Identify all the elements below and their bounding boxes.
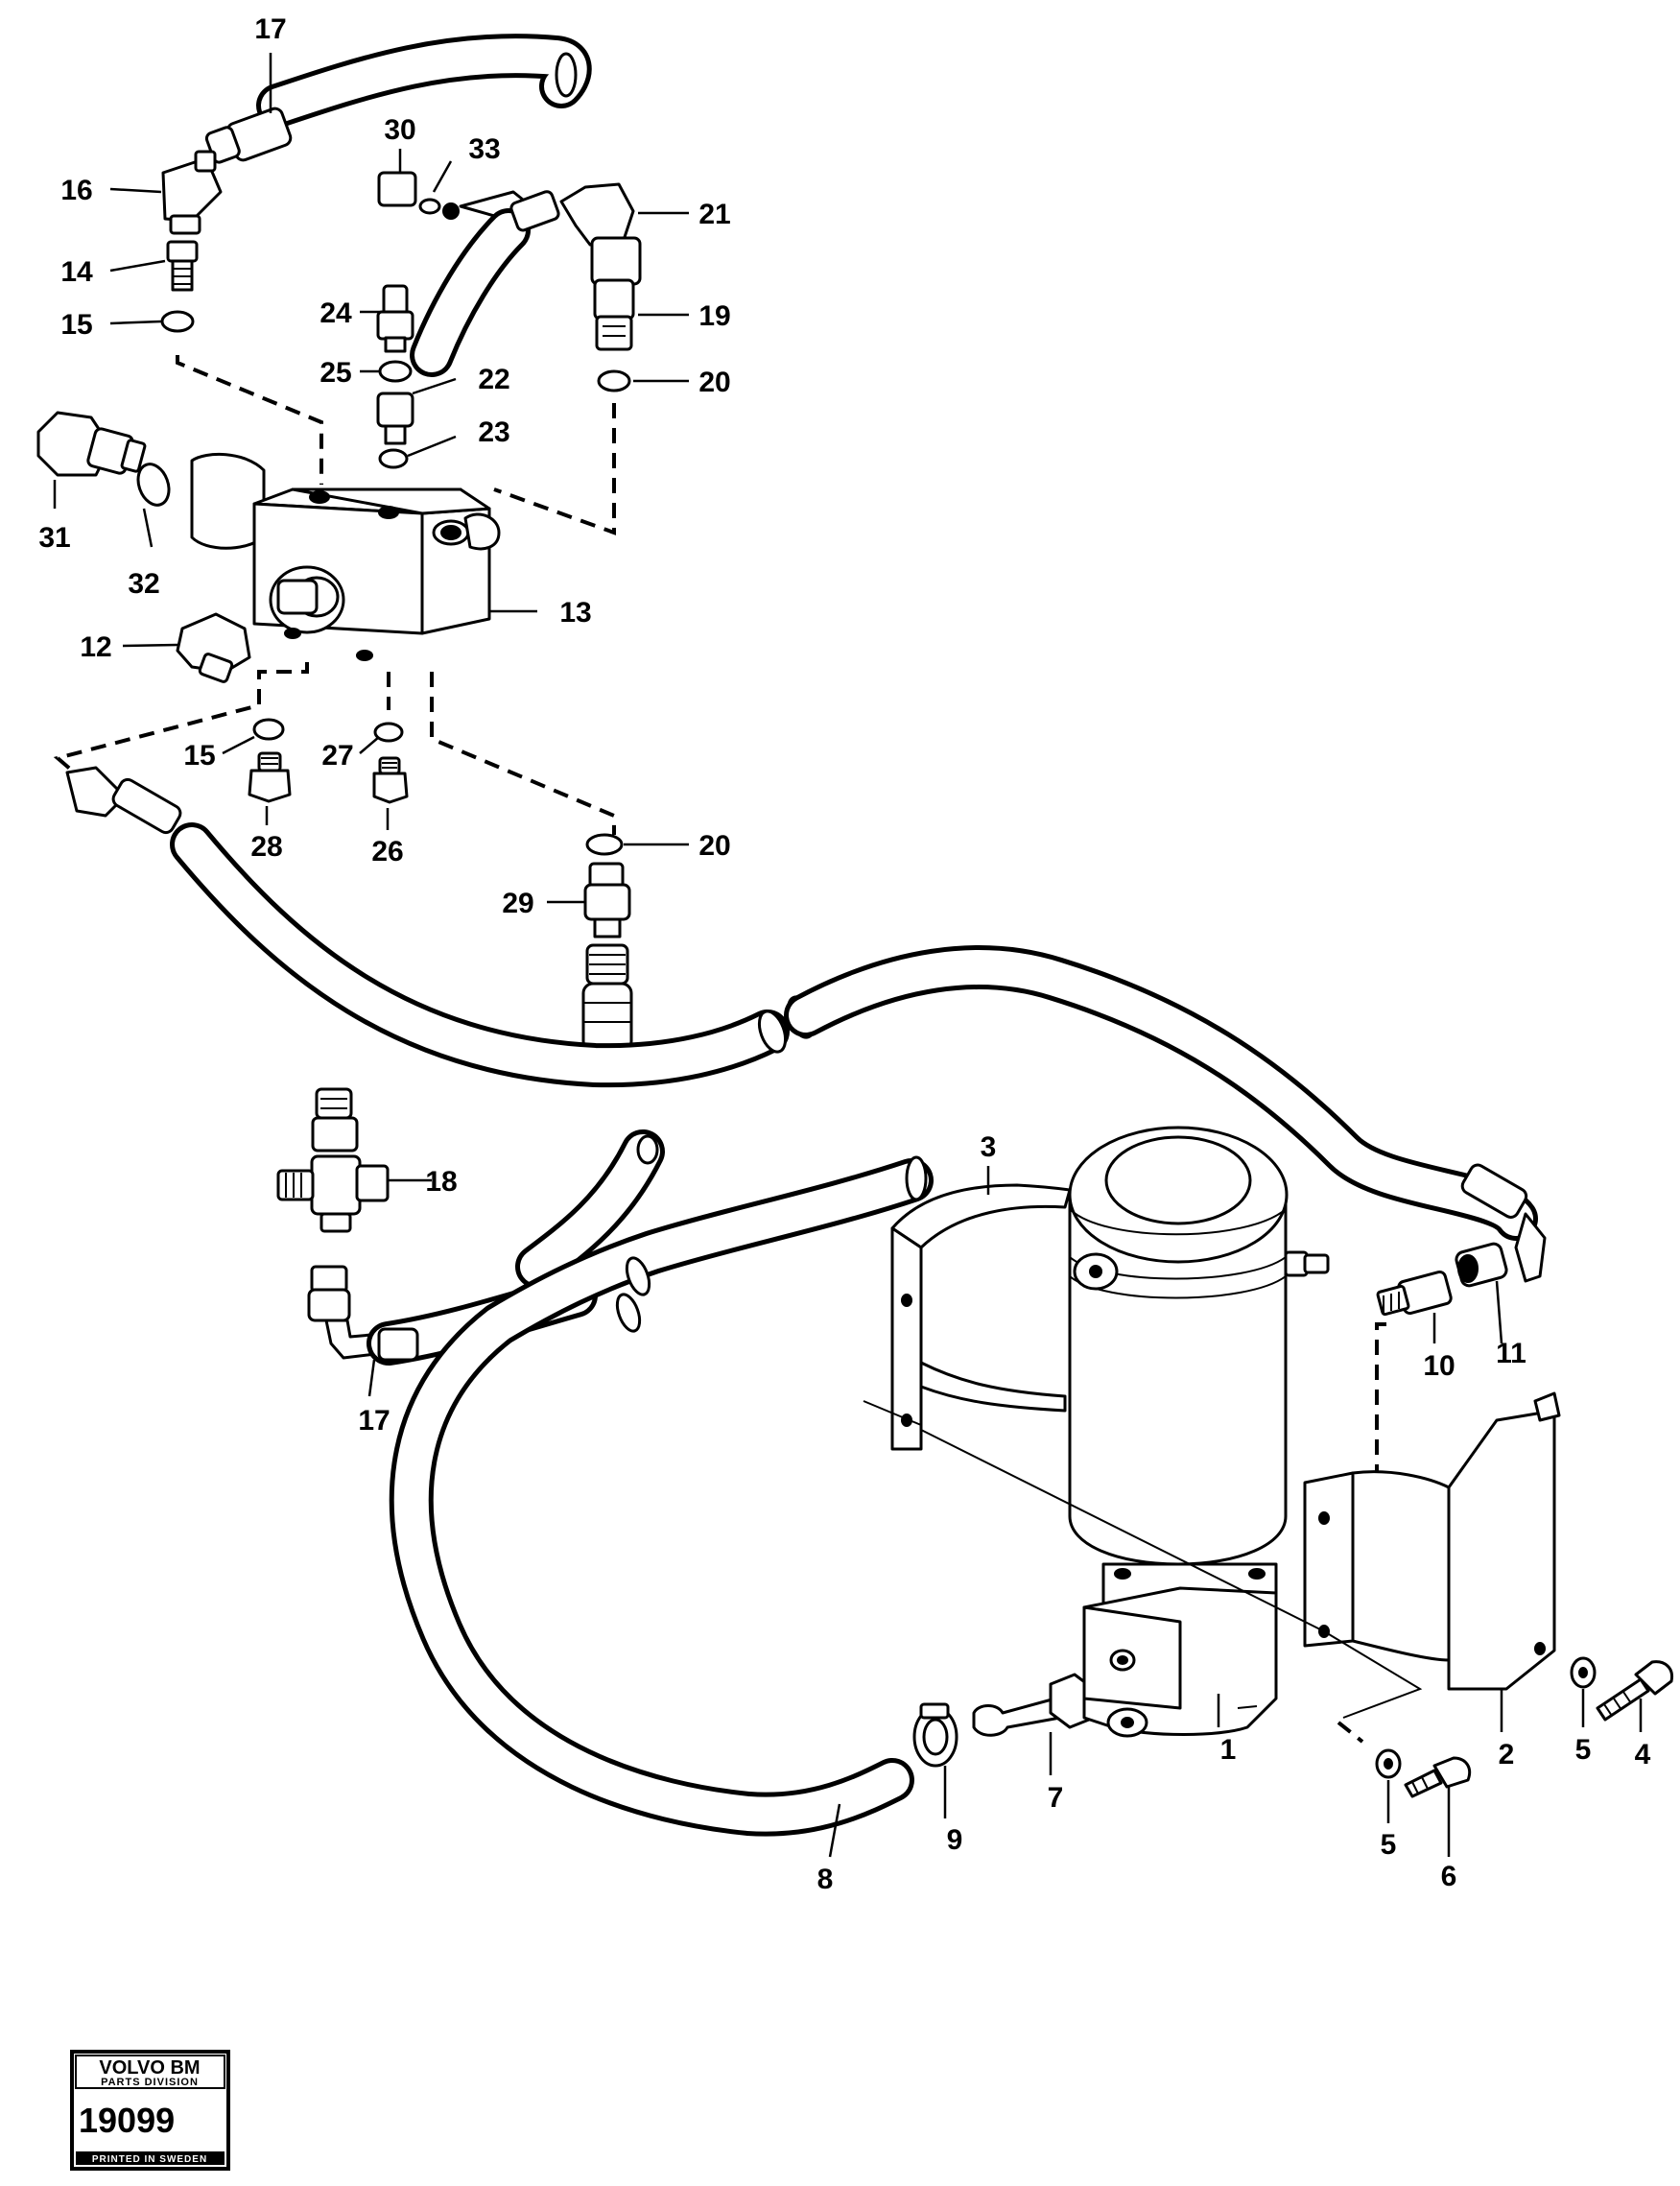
switch-31 — [36, 411, 147, 477]
label-21: 21 — [698, 199, 730, 230]
label-18: 18 — [425, 1166, 457, 1198]
washer-15-lower — [252, 718, 285, 741]
elbow-fitting-16 — [161, 150, 223, 235]
quick-coupling — [581, 943, 633, 1053]
air-dryer-tank-1 — [1068, 1126, 1330, 1738]
label-25: 25 — [319, 357, 351, 389]
valve-block-13 — [190, 452, 501, 661]
clamp-9 — [912, 1702, 958, 1768]
hose-8 — [389, 1129, 934, 1837]
stamp-subtitle: PARTS DIVISION — [101, 2077, 199, 2088]
stamp-title: VOLVO BM — [99, 2057, 200, 2079]
fitting-29 — [583, 862, 631, 939]
label-2: 2 — [1499, 1739, 1515, 1770]
washer-5-lower — [1375, 1748, 1402, 1779]
label-11: 11 — [1496, 1338, 1526, 1369]
label-29: 29 — [502, 888, 533, 919]
plug-26 — [372, 756, 409, 804]
fitting-30-33-tee — [377, 171, 560, 377]
label-16: 16 — [60, 175, 92, 206]
nipple-14 — [166, 240, 199, 292]
label-4: 4 — [1635, 1739, 1651, 1770]
plug-28 — [248, 751, 292, 803]
label-7: 7 — [1048, 1782, 1064, 1814]
label-20-top: 20 — [698, 367, 730, 398]
label-30: 30 — [384, 114, 415, 146]
label-9: 9 — [947, 1824, 963, 1856]
bolt-4 — [1596, 1660, 1674, 1722]
label-12: 12 — [80, 631, 111, 663]
label-19: 19 — [698, 300, 730, 332]
label-22: 22 — [478, 364, 509, 395]
label-17-lower: 17 — [358, 1405, 390, 1437]
label-13: 13 — [559, 597, 591, 629]
washer-15-top — [160, 310, 195, 333]
nut-12 — [176, 612, 251, 683]
hose-17-top — [204, 34, 592, 164]
bracket-2 — [1303, 1391, 1561, 1719]
o-ring-32 — [136, 463, 171, 507]
washer-25 — [378, 360, 413, 383]
callout-labels: 17 16 14 15 30 33 21 19 20 24 25 22 23 3… — [38, 13, 1650, 1895]
washer-23 — [378, 448, 409, 469]
label-8: 8 — [817, 1864, 834, 1895]
stamp-number: 19099 — [79, 2101, 175, 2140]
volvo-bm-stamp: VOLVO BM PARTS DIVISION 19099 PRINTED IN… — [70, 2050, 230, 2171]
dashed-line-13-to-29 — [430, 672, 616, 835]
dashed-line-20-to-13 — [493, 403, 616, 535]
label-1: 1 — [1220, 1734, 1237, 1766]
label-27: 27 — [321, 740, 353, 772]
label-14: 14 — [60, 256, 93, 288]
label-5-lower: 5 — [1381, 1829, 1397, 1861]
dashed-line-bolt-6 — [1337, 1721, 1364, 1744]
elbow-21-fitting-19 — [559, 182, 642, 392]
assembly-line-3-to-2 — [920, 1429, 1325, 1632]
fitting-10 — [1376, 1270, 1453, 1317]
fitting-11 — [1455, 1242, 1508, 1288]
label-15-lower: 15 — [183, 740, 215, 772]
label-32: 32 — [128, 568, 159, 600]
label-20-lower: 20 — [698, 830, 730, 862]
stamp-footer: PRINTED IN SWEDEN — [92, 2154, 207, 2165]
label-26: 26 — [371, 836, 403, 867]
long-hose-upper — [65, 766, 1547, 1283]
dashed-line-12-to-pipe — [53, 662, 309, 789]
label-10: 10 — [1423, 1350, 1455, 1382]
leader-lines — [53, 53, 1643, 1858]
label-28: 28 — [250, 831, 282, 863]
label-5-right: 5 — [1575, 1734, 1592, 1766]
label-33: 33 — [468, 133, 500, 165]
label-3: 3 — [981, 1131, 997, 1163]
bolt-6 — [1404, 1756, 1472, 1798]
dashed-line-14-to-13 — [176, 355, 323, 485]
label-23: 23 — [478, 416, 509, 448]
tee-fitting-18 — [276, 1087, 390, 1233]
bracket-3 — [863, 1183, 1072, 1451]
label-17-top: 17 — [254, 13, 286, 45]
label-15-top: 15 — [60, 309, 92, 341]
washer-5-right — [1570, 1656, 1597, 1689]
nipple-22 — [376, 392, 414, 445]
sender-24 — [376, 284, 414, 353]
label-24: 24 — [319, 297, 352, 329]
washer-27 — [373, 722, 404, 743]
label-6: 6 — [1441, 1861, 1457, 1892]
label-31: 31 — [38, 522, 70, 554]
washer-20-lower — [585, 833, 624, 856]
